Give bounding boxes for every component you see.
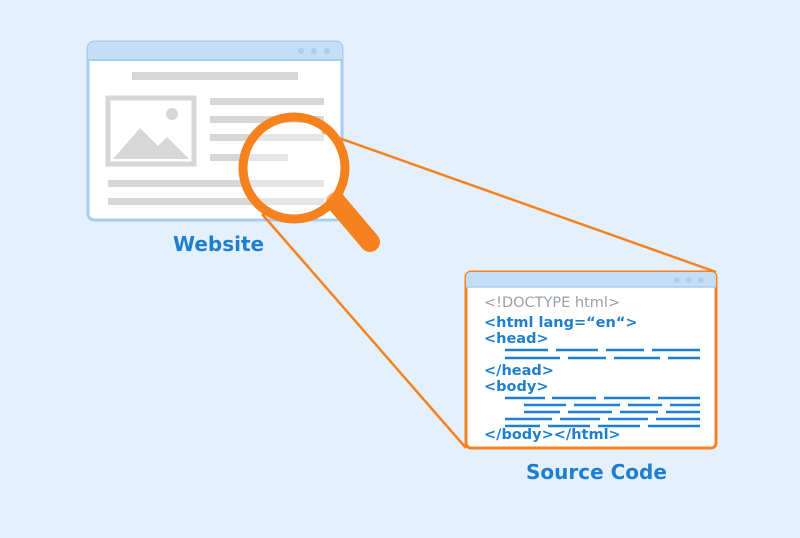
- text-line-placeholder: [210, 98, 324, 105]
- text-line-placeholder: [210, 134, 324, 141]
- code-line-body-html-close: </body></html>: [484, 427, 621, 443]
- zoom-connector: [261, 130, 717, 449]
- text-line-placeholder: [210, 116, 324, 123]
- source-code-window: [464, 270, 718, 450]
- code-line-body-open: <body>: [484, 379, 549, 395]
- window-dot-icon: [298, 48, 304, 54]
- website-caption: Website: [173, 232, 265, 256]
- code-line-doctype: <!DOCTYPE html>: [484, 295, 621, 311]
- text-line-placeholder: [108, 198, 324, 205]
- title-placeholder: [132, 72, 298, 80]
- website-window: [86, 40, 344, 222]
- window-dot-icon: [324, 48, 330, 54]
- code-line-head-open: <head>: [484, 331, 549, 347]
- window-dot-icon: [311, 48, 317, 54]
- window-dot-icon: [698, 277, 704, 283]
- source-code-caption: Source Code: [526, 460, 667, 484]
- text-line-placeholder: [108, 180, 324, 187]
- magnifier-icon: [238, 112, 380, 252]
- code-line-head-close: </head>: [484, 363, 554, 379]
- code-placeholder-dashes: [505, 348, 700, 428]
- code-line-html-open: <html lang=“en“>: [484, 315, 638, 331]
- image-placeholder-icon: [105, 95, 197, 167]
- window-dot-icon: [686, 277, 692, 283]
- text-line-placeholder: [210, 154, 288, 161]
- window-dot-icon: [674, 277, 680, 283]
